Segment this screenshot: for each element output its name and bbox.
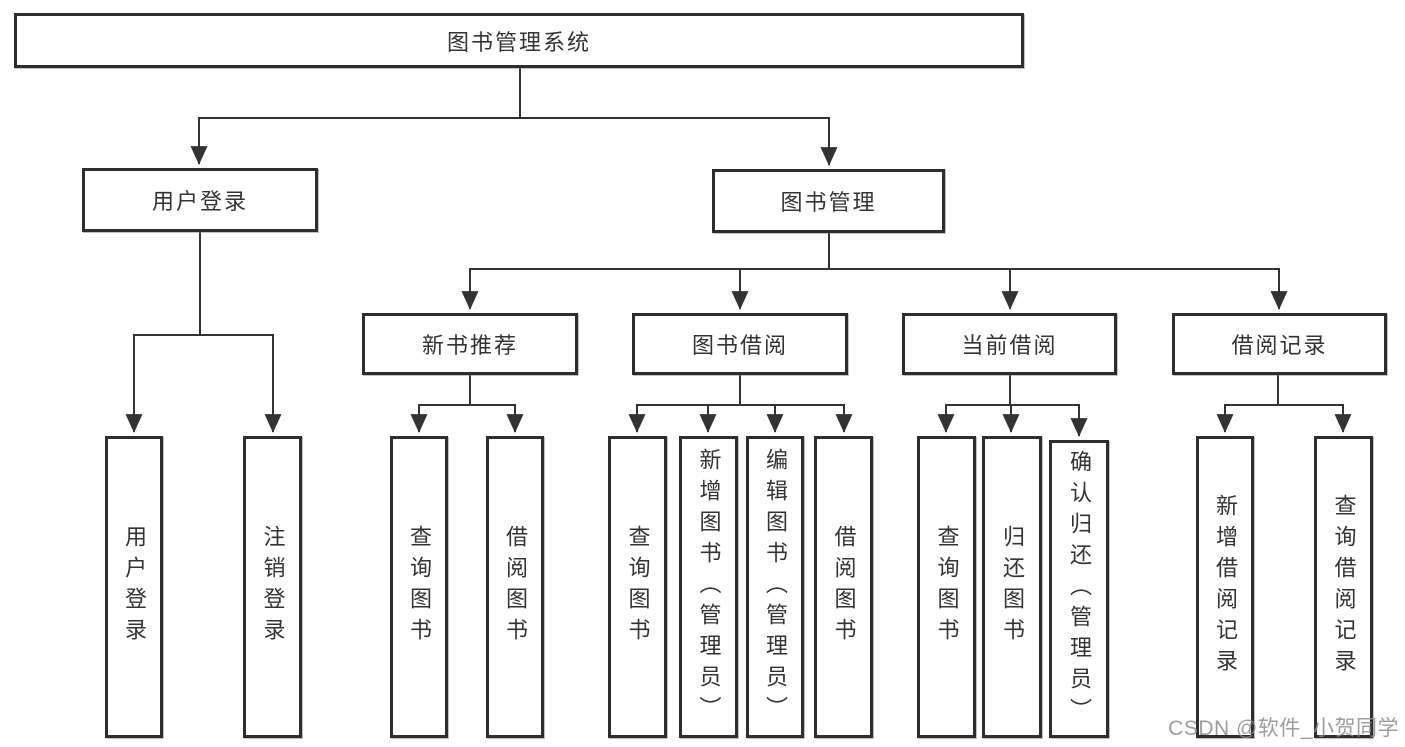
- node-current-borrowing: 当前借阅: [902, 313, 1117, 375]
- leaf-query-borrow-record: 查询借阅记录: [1314, 436, 1373, 738]
- leaf-logout: 注销登录: [243, 436, 302, 738]
- leaf-return-book: 归还图书: [982, 436, 1042, 738]
- node-new-book-recommend: 新书推荐: [362, 313, 578, 375]
- node-root: 图书管理系统: [14, 13, 1024, 68]
- csdn-watermark: CSDN @软件_小贺同学: [1168, 717, 1399, 740]
- node-book-borrowing: 图书借阅: [632, 313, 848, 375]
- node-user-login: 用户登录: [82, 168, 318, 232]
- leaf-rec-borrow-book: 借阅图书: [486, 436, 544, 738]
- node-borrowing-records: 借阅记录: [1172, 313, 1387, 375]
- leaf-edit-book-admin: 编辑图书（管理员）: [746, 436, 804, 738]
- leaf-borrow-borrow-book: 借阅图书: [814, 436, 873, 738]
- leaf-rec-query-book: 查询图书: [390, 436, 448, 738]
- node-book-management: 图书管理: [712, 169, 945, 233]
- leaf-confirm-return-admin: 确认归还（管理员）: [1049, 440, 1109, 738]
- leaf-current-query-book: 查询图书: [917, 436, 976, 738]
- leaf-user-login: 用户登录: [105, 436, 163, 738]
- leaf-borrow-query-book: 查询图书: [608, 436, 667, 738]
- leaf-add-borrow-record: 新增借阅记录: [1196, 436, 1254, 738]
- leaf-add-book-admin: 新增图书（管理员）: [679, 436, 738, 738]
